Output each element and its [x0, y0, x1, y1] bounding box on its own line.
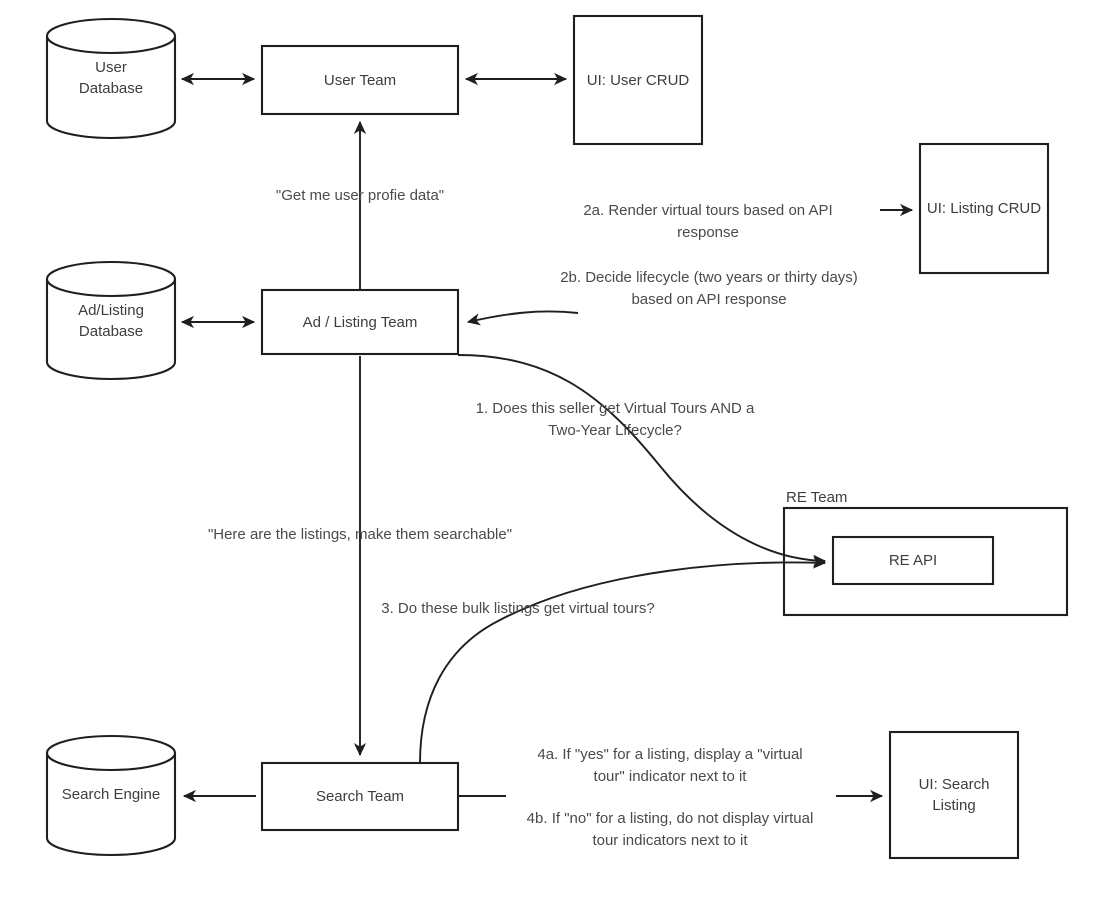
note-render-virtual-tours: 2a. Render virtual tours based on API re… [583, 202, 833, 241]
note-bulk-listings: 3. Do these bulk listings get virtual to… [381, 600, 655, 617]
ui-listing-crud-shape [918, 142, 1050, 275]
note-here-are-listings: "Here are the listings, make them search… [207, 526, 513, 543]
ad-listing-team-shape [260, 288, 460, 356]
re-api-shape [831, 535, 995, 586]
search-engine-shape [45, 734, 177, 857]
edge-2b-into-adteam [466, 310, 579, 326]
ui-search-listing-shape [888, 730, 1020, 860]
note-decide-lifecycle: 2b. Decide lifecycle (two years or thirt… [560, 269, 858, 308]
note-if-yes: 4a. If "yes" for a listing, display a "v… [537, 746, 803, 785]
note-get-user-profile: "Get me user profie data" [275, 187, 445, 204]
note-if-no: 4b. If "no" for a listing, do not displa… [526, 810, 814, 849]
ui-user-crud-shape [572, 14, 704, 146]
note-seller-virtual-tours: 1. Does this seller get Virtual Tours AN… [475, 400, 755, 439]
user-team-shape [260, 44, 460, 116]
edge-1-adteam-to-reapi [457, 354, 827, 567]
re-team-group-title: RE Team [786, 489, 848, 506]
edge-3-searchteam-to-reapi [419, 556, 827, 764]
ad-listing-database-shape [45, 260, 177, 381]
search-team-shape [260, 761, 460, 832]
user-database-shape [45, 17, 177, 140]
